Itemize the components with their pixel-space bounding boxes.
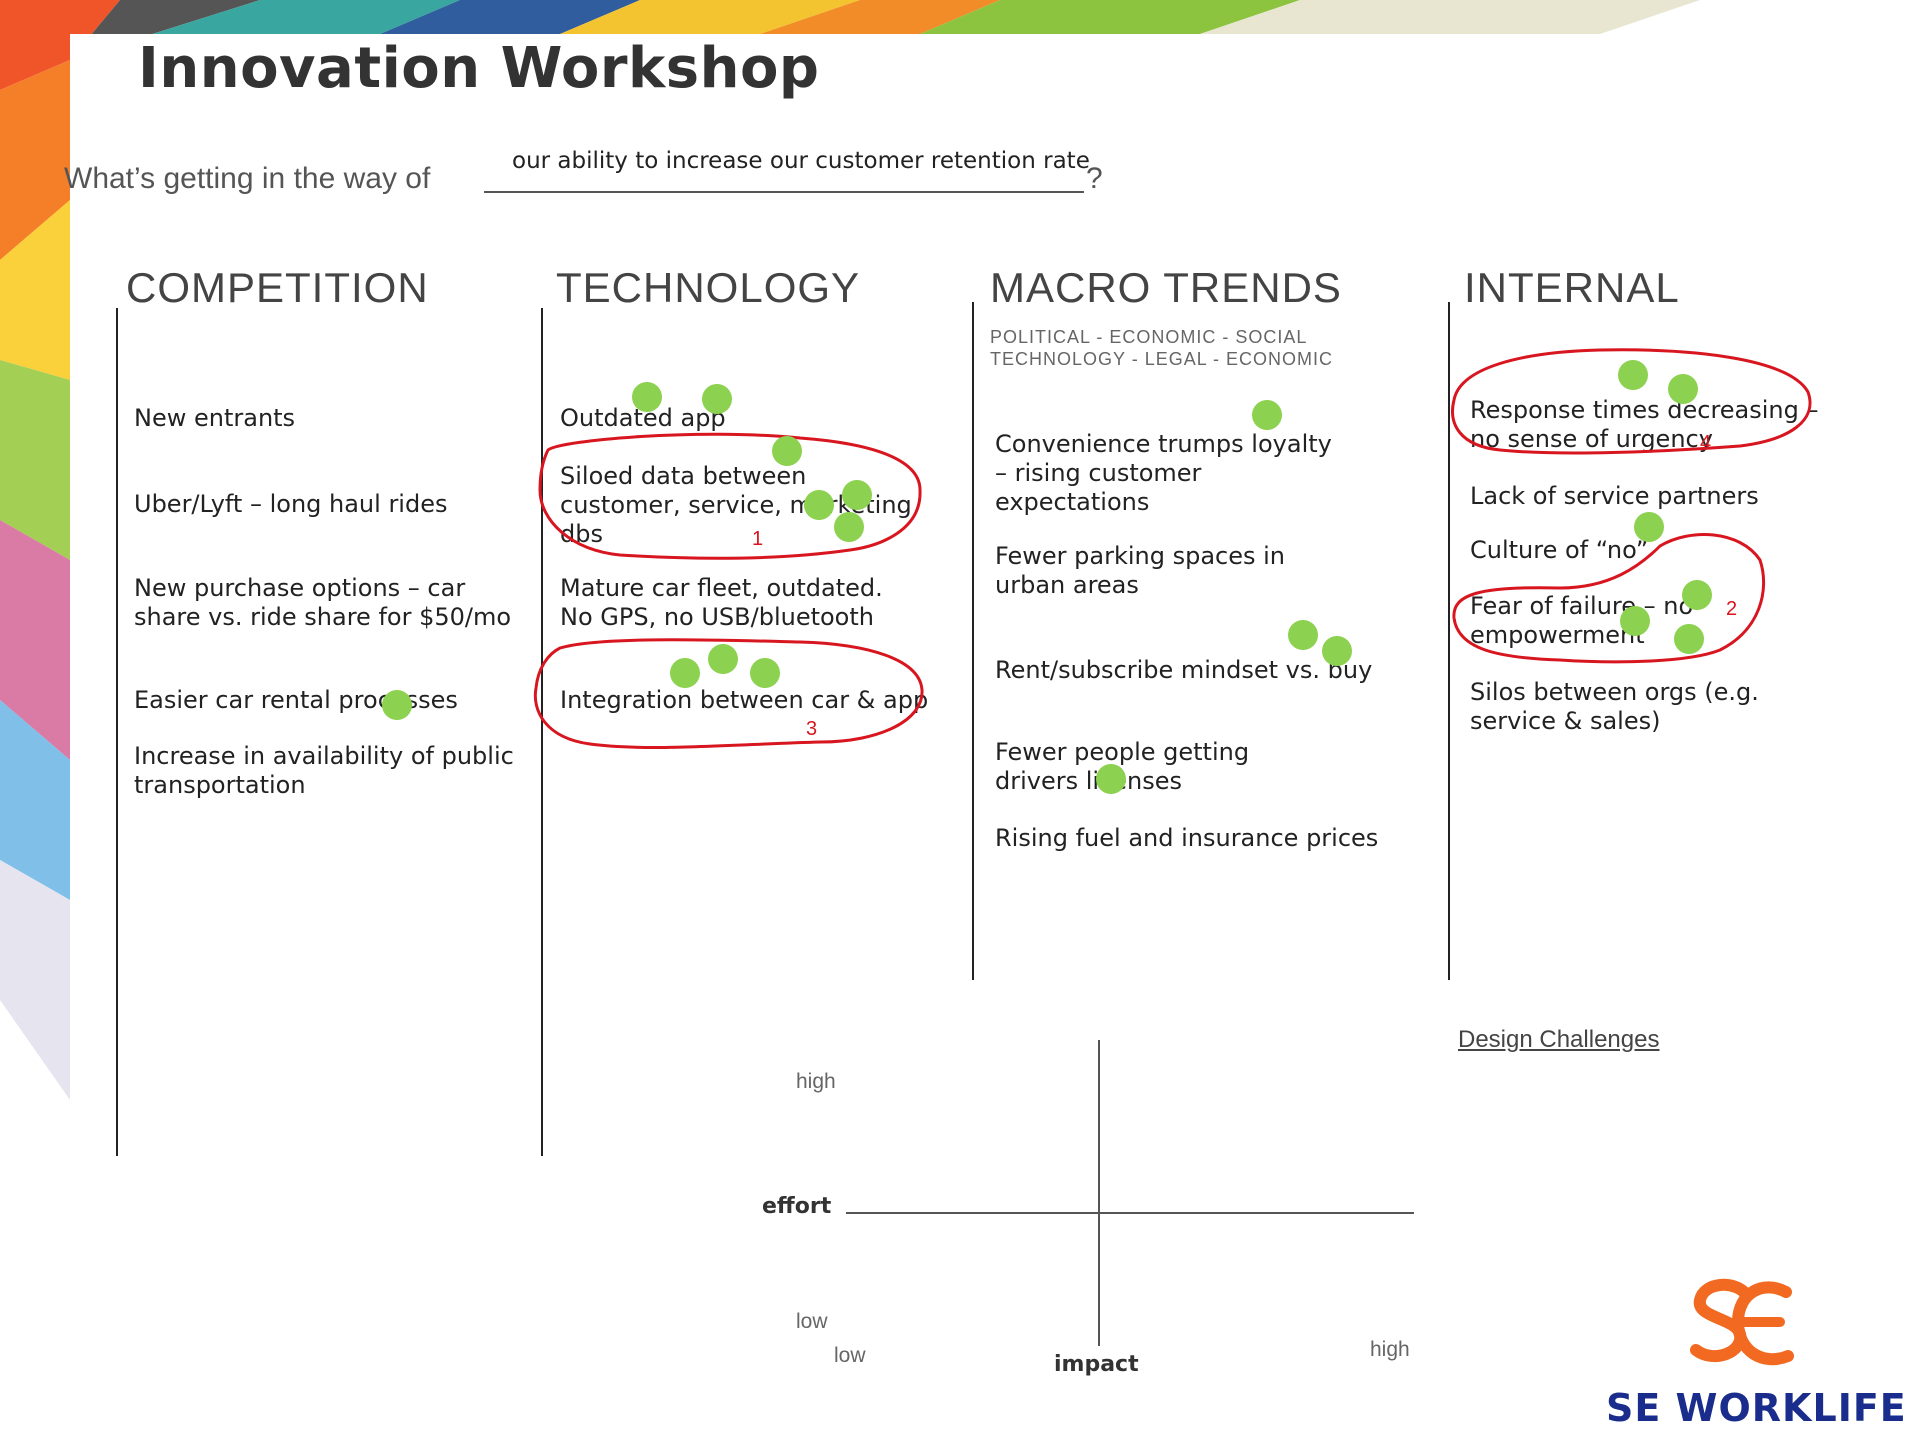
priority-circle-3 [533,638,924,749]
vote-dot [1674,624,1704,654]
macro-subtitle-line1: POLITICAL - ECONOMIC - SOCIAL [990,327,1308,347]
internal-item: Fear of failure – no empowerment [1470,592,1694,649]
macro-trend-item: Rising fuel and insurance prices [995,824,1379,852]
technology-item: Integration between car & app [560,686,929,714]
prompt-lead: What’s getting in the way of [64,162,431,195]
macro-trend-item: Convenience trumps loyalty – rising cust… [995,430,1332,516]
column-heading-internal: INTERNAL [1464,264,1680,311]
vote-dot [632,382,662,412]
prompt-underline [484,191,1084,193]
column-heading-technology: TECHNOLOGY [556,264,861,311]
prompt-question-mark: ? [1086,162,1103,195]
macro-trend-item: Fewer people getting drivers licenses [995,738,1250,795]
priority-number: 2 [1726,598,1738,620]
logo-wordmark: SE WORKLIFE [1606,1386,1907,1430]
vote-dot [708,644,738,674]
vote-dot [1620,606,1650,636]
vote-dot [834,512,864,542]
prompt-answer: our ability to increase our customer ret… [512,148,1090,174]
matrix-horizontal-axis [846,1212,1414,1214]
impact-axis-title: impact [1054,1352,1139,1377]
macro-trend-item: Rent/subscribe mindset vs. buy [995,656,1373,684]
vote-dot [804,490,834,520]
competition-item: New entrants [134,404,296,432]
effort-axis-title: effort [762,1194,832,1219]
competition-item: New purchase options – car share vs. rid… [134,574,512,631]
technology-item: Mature car fleet, outdated. No GPS, no U… [560,574,883,631]
column-line-competition [116,308,118,1156]
priority-number: 1 [752,528,764,550]
competition-item: Increase in availability of public trans… [134,742,514,799]
vote-dot [1252,400,1282,430]
internal-item: Response times decreasing – no sense of … [1470,396,1819,453]
page-title: Innovation Workshop [138,36,820,101]
column-heading-competition: COMPETITION [126,264,429,311]
vote-dot [1634,512,1664,542]
macro-subtitle-line2: TECHNOLOGY - LEGAL - ECONOMIC [990,349,1334,369]
competition-item: Uber/Lyft – long haul rides [134,490,448,518]
macro-trend-item: Fewer parking spaces in urban areas [995,542,1286,599]
vote-dot [750,658,780,688]
internal-item: Culture of “no” [1470,536,1649,564]
effort-high-label: high [796,1070,836,1093]
vote-dot [1668,374,1698,404]
design-challenges-link[interactable]: Design Challenges [1458,1026,1660,1053]
priority-circle-4 [1451,348,1812,455]
matrix-vertical-axis [1098,1040,1100,1346]
effort-low-label: low [796,1310,828,1333]
impact-low-label: low [834,1344,866,1367]
column-line-macro [972,302,974,980]
priority-number: 3 [806,718,818,740]
se-logo-mark [1690,1278,1794,1366]
impact-high-label: high [1370,1338,1410,1361]
vote-dot [842,480,872,510]
priority-circle-2 [1452,532,1766,664]
vote-dot [382,690,412,720]
column-heading-macro-trends: MACRO TRENDS [990,264,1342,311]
column-line-internal [1448,302,1450,980]
vote-dot [1096,764,1126,794]
priority-circle-1 [538,432,922,560]
vote-dot [670,658,700,688]
internal-item: Lack of service partners [1470,482,1759,510]
priority-number: 4 [1700,432,1712,454]
column-line-technology [541,308,543,1156]
vote-dot [702,384,732,414]
vote-dot [1618,360,1648,390]
vote-dot [1322,636,1352,666]
vote-dot [772,436,802,466]
vote-dot [1288,620,1318,650]
vote-dot [1682,580,1712,610]
workshop-board [70,34,1900,1436]
internal-item: Silos between orgs (e.g. service & sales… [1470,678,1759,735]
